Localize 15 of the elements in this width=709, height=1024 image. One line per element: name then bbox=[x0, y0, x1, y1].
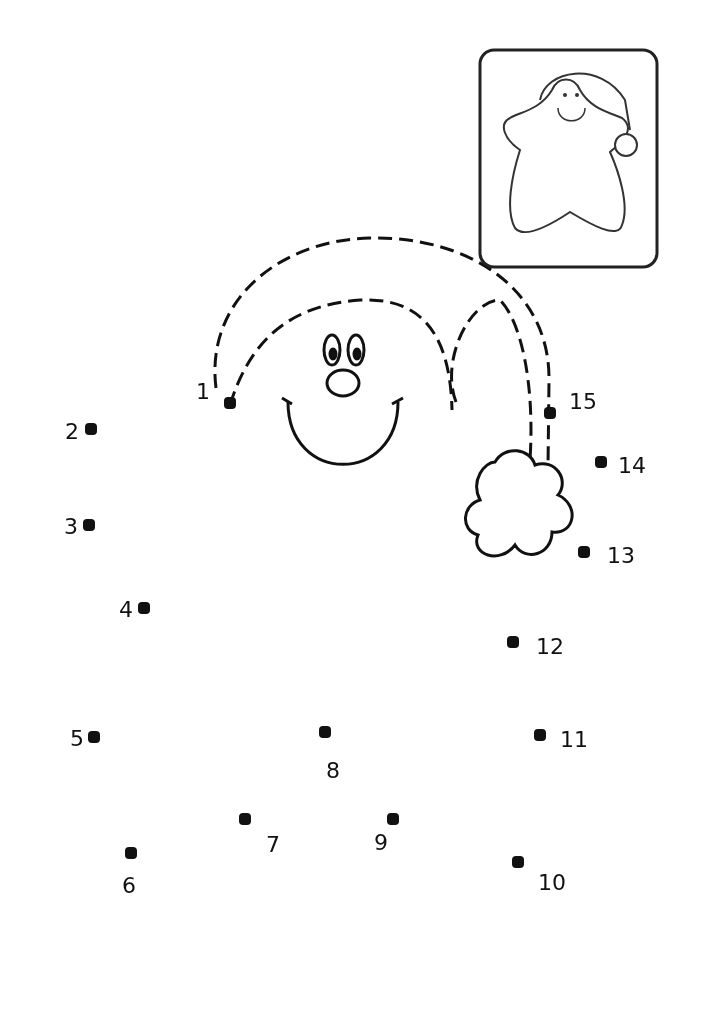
callout-number: 11 bbox=[560, 729, 588, 751]
callout-number: 8 bbox=[326, 760, 340, 782]
callout-number: 4 bbox=[119, 599, 133, 621]
callout-number: 2 bbox=[65, 421, 79, 443]
callout-number: 6 bbox=[122, 875, 136, 897]
callout-number: 9 bbox=[374, 832, 388, 854]
callout-number: 15 bbox=[569, 391, 597, 413]
callout-number: 3 bbox=[64, 516, 78, 538]
callout-number: 14 bbox=[618, 455, 646, 477]
callout-number: 7 bbox=[266, 834, 280, 856]
callout-number: 5 bbox=[70, 728, 84, 750]
callout-number: 1 bbox=[196, 381, 210, 403]
callout-number: 12 bbox=[536, 636, 564, 658]
callout-number: 13 bbox=[607, 545, 635, 567]
callout-number: 10 bbox=[538, 872, 566, 894]
